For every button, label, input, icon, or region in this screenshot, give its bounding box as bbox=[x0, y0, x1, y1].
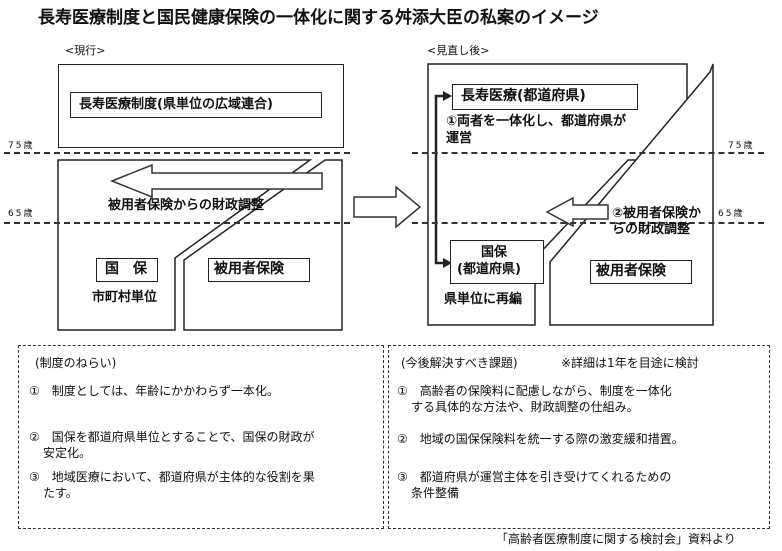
age75-label-right: 75歳 bbox=[728, 141, 755, 151]
current-elderly-label: 長寿医療制度(県単位の広域連合) bbox=[79, 97, 273, 112]
revised-heading: <見直し後> bbox=[427, 44, 490, 57]
aims-item1: ① 制度としては、年齢にかかわらず一本化。 bbox=[29, 384, 279, 398]
revised-employee-region bbox=[549, 63, 714, 326]
current-kokuho-region bbox=[57, 159, 313, 331]
bracket-arrowhead-bottom bbox=[443, 258, 452, 268]
revised-elderly-box: 長寿医療(都道府県) bbox=[452, 84, 638, 110]
bracket-arrowhead-top bbox=[443, 91, 452, 101]
revised-elderly-label: 長寿医療(都道府県) bbox=[461, 88, 586, 104]
aims-item3-line1: ③ 地域医療において、都道府県が主体的な役割を果 bbox=[29, 470, 315, 484]
age65-line-left bbox=[4, 222, 350, 224]
revised-adjust-line2: らの財政調整 bbox=[612, 222, 691, 237]
current-employee-box: 被用者保険 bbox=[208, 258, 310, 282]
issues-heading-note: ※詳細は1年を目途に検討 bbox=[561, 356, 699, 370]
current-employee-label: 被用者保険 bbox=[214, 261, 284, 277]
current-kokuho-label: 国 保 bbox=[105, 261, 147, 277]
aims-panel: (制度のねらい) ① 制度としては、年齢にかかわらず一本化。 ② 国保を都道府県… bbox=[18, 345, 384, 529]
age65-line-right bbox=[412, 222, 764, 224]
transition-arrow bbox=[353, 185, 422, 229]
aims-item2-line1: ② 国保を都道府県単位とすることで、国保の財政が bbox=[29, 430, 315, 444]
revised-funding-arrow bbox=[545, 196, 609, 228]
page-title: 長寿医療制度と国民健康保険の一体化に関する舛添大臣の私案のイメージ bbox=[38, 8, 599, 28]
aims-heading: (制度のねらい) bbox=[35, 356, 117, 370]
issues-item1-line2: する具体的な方法や、財政調整の仕組み。 bbox=[411, 400, 639, 414]
revised-note-line1: ①両者を一体化し、都道府県が bbox=[446, 114, 627, 129]
issues-item3-line1: ③ 都道府県が運営主体を引き受けてくれるための bbox=[397, 470, 672, 484]
issues-item3-line2: 条件整備 bbox=[411, 486, 460, 500]
issues-item1-line1: ① 高齢者の保険料に配慮しながら、制度を一体化 bbox=[397, 384, 672, 398]
current-funding-label: 被用者保険からの財政調整 bbox=[108, 198, 265, 213]
current-heading: <現行> bbox=[65, 44, 106, 57]
aims-item2-line2: 安定化。 bbox=[43, 446, 92, 460]
integration-bracket bbox=[434, 94, 446, 265]
current-employee-region bbox=[183, 159, 343, 331]
current-kokuho-sub: 市町村単位 bbox=[92, 290, 158, 305]
aims-item3-line2: たす。 bbox=[43, 486, 78, 500]
issues-item2: ② 地域の国保保険料を統一する際の激変緩和措置。 bbox=[397, 432, 684, 446]
revised-note-line2: 運営 bbox=[446, 131, 473, 146]
revised-kokuho-box: 国保 (都道府県) bbox=[450, 240, 544, 284]
age75-line-left bbox=[4, 152, 350, 154]
age75-line-right bbox=[412, 152, 764, 154]
age75-label-left: 75歳 bbox=[8, 141, 35, 151]
current-elderly-box: 長寿医療制度(県単位の広域連合) bbox=[70, 92, 322, 118]
source-credit: 「高齢者医療制度に関する検討会」資料より bbox=[496, 532, 736, 546]
issues-panel: (今後解決すべき課題) ※詳細は1年を目途に検討 ① 高齢者の保険料に配慮しなが… bbox=[388, 345, 770, 529]
revised-kokuho-label1: 国保 bbox=[481, 245, 508, 260]
revised-kokuho-label2: (都道府県) bbox=[457, 262, 521, 277]
current-funding-arrow bbox=[109, 163, 323, 199]
revised-adjust-line1: ②被用者保険か bbox=[612, 206, 702, 221]
revised-kokuho-sub: 県単位に再編 bbox=[444, 292, 523, 307]
revised-employee-label: 被用者保険 bbox=[596, 263, 666, 279]
current-kokuho-box: 国 保 bbox=[96, 258, 158, 282]
age65-label-left: 65歳 bbox=[8, 209, 35, 219]
age65-label-right: 65歳 bbox=[718, 209, 745, 219]
revised-employee-box: 被用者保険 bbox=[590, 260, 692, 284]
issues-heading: (今後解決すべき課題) bbox=[401, 356, 518, 370]
